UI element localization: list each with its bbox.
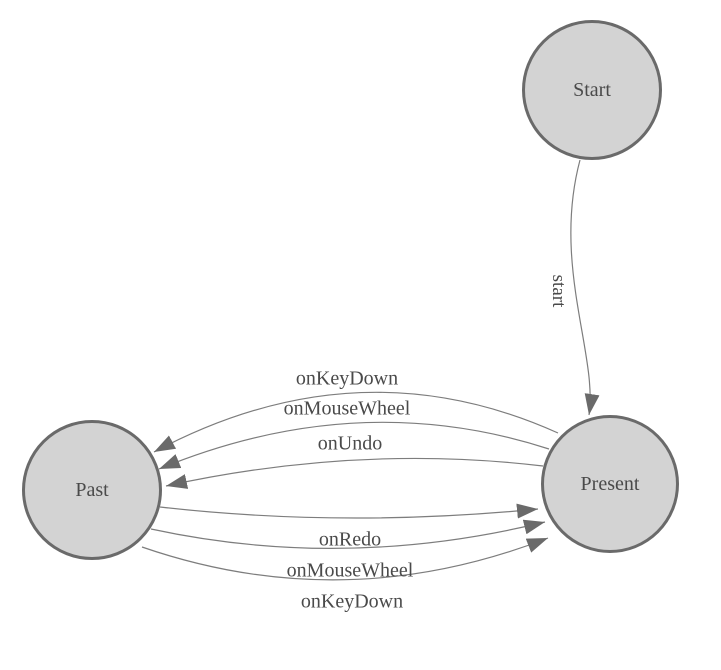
edge-start-present [570, 159, 600, 416]
edge-label-onkeydown-to-present: onKeyDown [300, 590, 404, 613]
edge-label-onmousewheel-to-past: onMouseWheel [283, 397, 411, 420]
state-node-present-label: Present [580, 472, 640, 495]
state-node-past-label: Past [75, 478, 109, 501]
edge-present-past-onundo [165, 457, 544, 489]
edge-label-start: start [548, 274, 569, 308]
state-node-present[interactable]: Present [541, 415, 679, 553]
state-node-start-label: Start [573, 78, 611, 101]
edge-label-onredo: onRedo [318, 528, 382, 551]
state-node-past[interactable]: Past [22, 420, 162, 560]
edge-past-present-onredo [159, 503, 539, 519]
edge-label-onmousewheel-to-present: onMouseWheel [286, 559, 414, 582]
edge-label-onundo: onUndo [317, 432, 383, 455]
state-node-start[interactable]: Start [522, 20, 662, 160]
edge-label-onkeydown-to-past: onKeyDown [295, 367, 399, 390]
